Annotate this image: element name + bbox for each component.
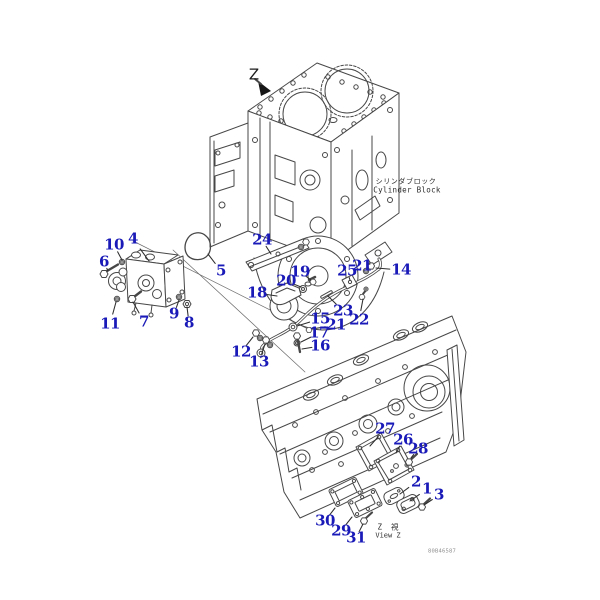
bolt-31 <box>359 511 374 525</box>
view-z-arrow-label: Z <box>248 65 260 84</box>
leader-13 <box>261 343 266 355</box>
leader-19 <box>305 275 312 281</box>
clamp-18 <box>270 282 302 306</box>
view-z-caption-en: View Z <box>375 531 401 540</box>
leader-10 <box>117 251 123 261</box>
washer-9 <box>175 293 183 301</box>
cover-plates-drawing <box>328 432 432 525</box>
leader-18 <box>265 293 278 297</box>
leader-11 <box>112 301 117 315</box>
bolt-7 <box>127 295 137 303</box>
cover-1 <box>396 494 420 514</box>
view-z-caption-jp: Z 視 <box>377 522 399 532</box>
nut-21-lower <box>305 327 313 333</box>
fuel-pipe-drawing <box>251 257 382 358</box>
leader-8 <box>186 306 189 317</box>
eye-15 <box>288 322 298 332</box>
bolt-6 <box>99 270 109 278</box>
view-z-arrow-icon <box>254 78 271 96</box>
leader-29 <box>345 516 353 526</box>
leader-14 <box>375 267 391 270</box>
pump-mounting-bolts <box>99 258 192 308</box>
plug-8 <box>182 300 192 308</box>
leader-27 <box>369 436 379 447</box>
leader-25 <box>348 277 351 281</box>
leader-12 <box>245 336 254 346</box>
leader-7 <box>132 301 140 314</box>
o-ring-gasket-drawing <box>184 232 212 261</box>
cover-29 <box>347 488 383 518</box>
leader-21 <box>311 326 326 330</box>
leader-9 <box>175 299 180 308</box>
bolt-3 <box>417 497 432 511</box>
leader-31 <box>358 523 364 533</box>
cylinder-block-label-en: Cylinder Block <box>373 185 441 195</box>
leader-17 <box>300 336 312 343</box>
leader-22 <box>360 298 364 312</box>
leader-15 <box>296 321 311 327</box>
leader-23 <box>327 295 337 305</box>
leader-5 <box>207 253 216 264</box>
bracket-bolt <box>302 238 310 246</box>
leader-30 <box>328 507 336 516</box>
leader-1 <box>409 493 420 502</box>
leader-6 <box>106 267 109 272</box>
side-oval-holes <box>302 321 429 401</box>
leader-2 <box>399 486 410 495</box>
pipe-end-eye <box>256 348 266 358</box>
leader-lines <box>106 245 433 533</box>
bolt-28 <box>404 452 419 468</box>
leader-28 <box>410 453 415 459</box>
stud-22 <box>358 286 369 300</box>
bracket-24-drawing <box>245 238 310 272</box>
leader-24 <box>265 245 272 255</box>
sleeve-23 <box>320 290 333 299</box>
leader-3 <box>423 498 433 506</box>
leader-20 <box>292 283 302 288</box>
cylinder-block-label-jp: シリンダブロック <box>375 177 437 186</box>
leader-26 <box>395 445 401 454</box>
cover-26 <box>373 445 415 486</box>
drawing-number: 80B46587 <box>427 548 457 555</box>
leader-4 <box>139 248 150 262</box>
bolt-16 <box>292 332 302 354</box>
leader-16 <box>301 346 313 350</box>
view-z-block-drawing <box>256 315 467 519</box>
washer-11 <box>113 295 121 303</box>
